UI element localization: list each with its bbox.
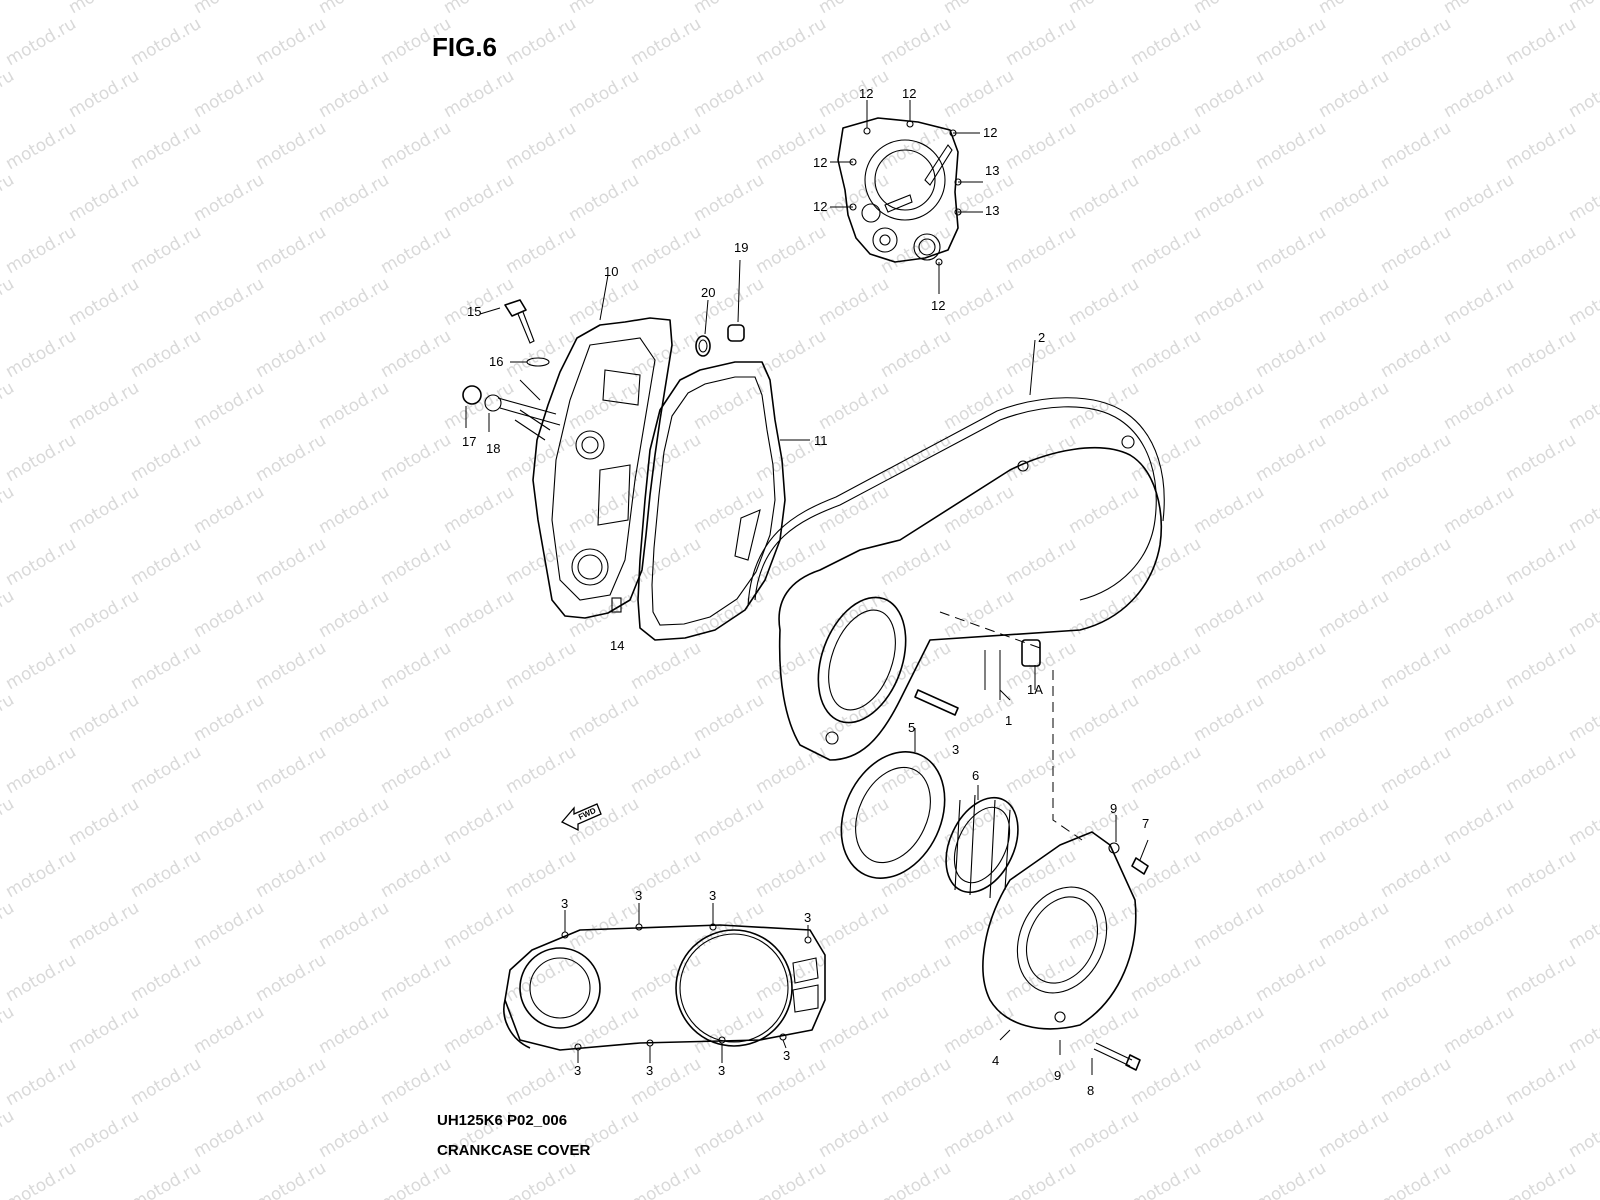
callout: 3	[783, 1048, 790, 1063]
outer-cover-drawing	[747, 339, 1165, 841]
callout: 3	[952, 742, 959, 757]
callout: 12	[983, 125, 997, 140]
callout: 9	[1110, 801, 1117, 816]
callout-labels: 12 12 12 12 13 12 13 12 10 19 20 15 16 1…	[462, 86, 1149, 1098]
diagram-caption: CRANKCASE COVER	[437, 1142, 591, 1159]
callout: 7	[1142, 816, 1149, 831]
assembled-cover-drawing	[503, 903, 826, 1063]
figure-number: FIG.6	[432, 32, 498, 62]
callout: 3	[646, 1063, 653, 1078]
callout: 12	[902, 86, 916, 101]
callout: 13	[985, 163, 999, 178]
cap-cover-drawing	[982, 815, 1149, 1075]
callout: 8	[1087, 1083, 1094, 1098]
seal-bearing-drawing	[840, 728, 1019, 899]
callout: 12	[931, 298, 945, 313]
callout: 12	[813, 199, 827, 214]
callout: 5	[908, 720, 915, 735]
diagram-code: UH125K6 P02_006	[437, 1112, 568, 1129]
callout: 3	[574, 1063, 581, 1078]
callout: 2	[1038, 330, 1045, 345]
callout: 18	[486, 441, 500, 456]
inner-cover-drawing	[514, 274, 673, 619]
callout: 1	[1005, 713, 1012, 728]
callout: 3	[561, 896, 568, 911]
callout: 19	[734, 240, 748, 255]
small-parts-drawing	[462, 259, 745, 432]
callout: 6	[972, 768, 979, 783]
callout: 20	[701, 285, 715, 300]
callout: 3	[635, 888, 642, 903]
callout: 16	[489, 354, 503, 369]
callout: 17	[462, 434, 476, 449]
callout: 10	[604, 264, 618, 279]
callout: 13	[985, 203, 999, 218]
callout: 12	[813, 155, 827, 170]
callout: 1A	[1027, 682, 1043, 697]
callout: 3	[709, 888, 716, 903]
callout: 14	[610, 638, 624, 653]
small-cover-drawing	[830, 100, 983, 294]
callout: 9	[1054, 1068, 1061, 1083]
callout: 4	[992, 1053, 999, 1068]
callout: 15	[467, 304, 481, 319]
callout: 12	[859, 86, 873, 101]
callout: 3	[718, 1063, 725, 1078]
callout: 11	[814, 433, 828, 448]
gasket-drawing	[637, 361, 810, 641]
callout: 3	[804, 910, 811, 925]
fwd-arrow-icon: FWD	[560, 803, 602, 832]
